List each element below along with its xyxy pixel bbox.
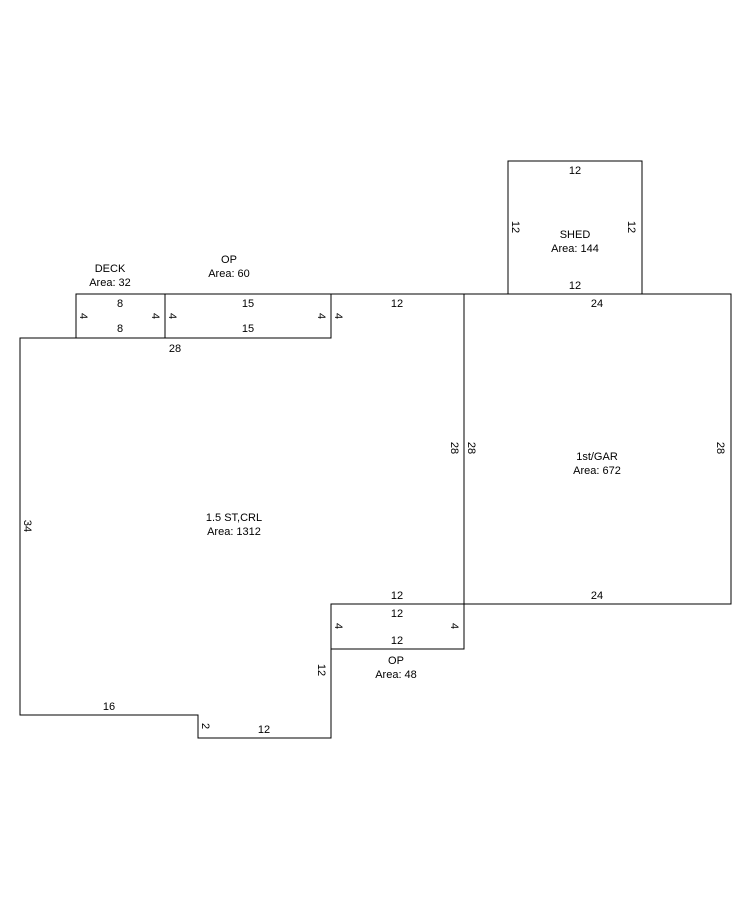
op-top-outline (164, 293, 332, 339)
shed-area: Area: 144 (551, 243, 599, 255)
dim-op-top-top: 15 (242, 298, 254, 310)
op-top-label: OP (221, 254, 237, 266)
dim-op-top-right: 4 (315, 313, 327, 319)
deck-label: DECK (95, 263, 126, 275)
dim-op-bottom-left: 4 (332, 623, 344, 629)
dim-main-top-notch: 4 (332, 313, 344, 319)
dim-op-bottom-top: 12 (391, 608, 403, 620)
dim-deck-top: 8 (117, 298, 123, 310)
dim-shed-left: 12 (509, 221, 521, 233)
dim-main-notch-top: 12 (391, 590, 403, 602)
garage-label: 1st/GAR (576, 451, 618, 463)
op-bottom-outline (330, 603, 465, 650)
dim-main-bottom-left: 16 (103, 701, 115, 713)
garage-area: Area: 672 (573, 465, 621, 477)
dim-main-right: 28 (448, 442, 460, 454)
dim-op-top-left: 4 (166, 313, 178, 319)
dim-shed-right: 12 (625, 221, 637, 233)
op-bottom-area: Area: 48 (375, 669, 417, 681)
dim-shed-top: 12 (569, 165, 581, 177)
dim-deck-right: 4 (149, 313, 161, 319)
dim-main-left: 34 (21, 520, 33, 532)
deck-area: Area: 32 (89, 277, 131, 289)
dim-deck-left: 4 (77, 313, 89, 319)
dim-op-bottom-right: 4 (448, 623, 460, 629)
dim-gar-top: 24 (591, 298, 603, 310)
dim-main-bottom-mid: 12 (258, 724, 270, 736)
dim-deck-bottom: 8 (117, 323, 123, 335)
dim-main-top-right: 12 (391, 298, 403, 310)
op-top-area: Area: 60 (208, 268, 250, 280)
dim-gar-right: 28 (714, 442, 726, 454)
main-area: Area: 1312 (207, 526, 261, 538)
op-bottom-label: OP (388, 655, 404, 667)
garage-outline (463, 293, 732, 605)
shed-outline (507, 160, 643, 295)
dim-op-top-bottom: 15 (242, 323, 254, 335)
dim-op-bottom-bottom: 12 (391, 635, 403, 647)
dim-main-step: 2 (199, 723, 211, 729)
dim-shed-bottom: 12 (569, 280, 581, 292)
dim-main-top-left: 28 (169, 343, 181, 355)
dim-gar-left: 28 (465, 442, 477, 454)
shed-label: SHED (560, 229, 591, 241)
main-label: 1.5 ST,CRL (206, 512, 262, 524)
dim-main-notch-vertical: 12 (315, 664, 327, 676)
dim-gar-bottom: 24 (591, 590, 603, 602)
